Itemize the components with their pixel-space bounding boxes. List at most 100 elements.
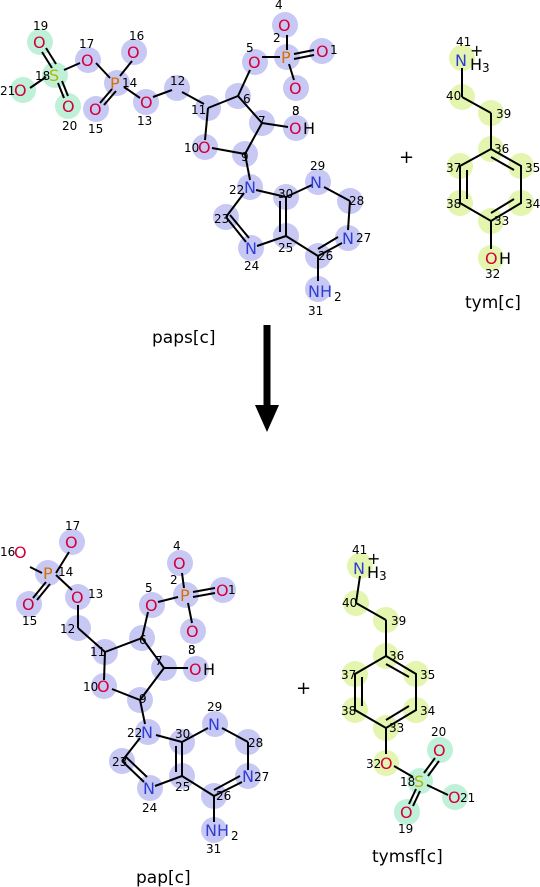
svg-text:34: 34 bbox=[420, 704, 435, 718]
paps-label: paps[c] bbox=[152, 328, 215, 348]
reaction-arrow bbox=[255, 325, 279, 432]
svg-text:15: 15 bbox=[88, 122, 103, 136]
svg-text:O: O bbox=[485, 249, 498, 268]
svg-text:N: N bbox=[455, 51, 467, 70]
svg-text:H: H bbox=[303, 119, 315, 138]
svg-text:17: 17 bbox=[65, 519, 80, 533]
svg-text:30: 30 bbox=[175, 727, 190, 741]
svg-text:7: 7 bbox=[258, 114, 266, 128]
tymsf-bonds bbox=[354, 575, 449, 807]
svg-text:38: 38 bbox=[341, 704, 356, 718]
svg-text:O: O bbox=[140, 93, 153, 112]
svg-text:O: O bbox=[248, 53, 261, 72]
svg-text:3: 3 bbox=[292, 104, 300, 118]
svg-text:32: 32 bbox=[485, 267, 500, 281]
svg-text:+: + bbox=[367, 549, 380, 568]
paps-bonds bbox=[29, 35, 351, 281]
svg-text:34: 34 bbox=[525, 197, 540, 211]
molecule-paps: O S O O O P O O O O O P O O O O H N N N … bbox=[0, 0, 371, 348]
svg-text:20: 20 bbox=[62, 119, 77, 133]
molecule-tym: N H 3 + O H 41 40 39 36 37 38 33 34 35 3… bbox=[446, 35, 540, 313]
svg-text:P: P bbox=[43, 564, 53, 583]
svg-text:O: O bbox=[14, 81, 27, 100]
svg-text:7: 7 bbox=[155, 654, 163, 668]
svg-text:14: 14 bbox=[58, 565, 73, 579]
svg-text:1: 1 bbox=[330, 43, 338, 57]
svg-text:22: 22 bbox=[127, 726, 142, 740]
svg-text:5: 5 bbox=[246, 41, 254, 55]
pap-atom-indices: 17 14 16 15 13 12 11 10 9 7 6 5 4 2 1 3 … bbox=[0, 519, 269, 856]
svg-text:O: O bbox=[127, 43, 140, 62]
svg-text:O: O bbox=[65, 533, 78, 552]
svg-text:37: 37 bbox=[341, 668, 356, 682]
svg-text:31: 31 bbox=[308, 304, 323, 318]
svg-text:6: 6 bbox=[243, 92, 251, 106]
pap-label: pap[c] bbox=[136, 868, 191, 887]
svg-text:N: N bbox=[244, 178, 256, 197]
svg-text:P: P bbox=[110, 74, 120, 93]
svg-text:O: O bbox=[448, 788, 461, 807]
svg-text:25: 25 bbox=[278, 241, 293, 255]
svg-text:27: 27 bbox=[254, 770, 269, 784]
svg-text:9: 9 bbox=[139, 692, 147, 706]
tym-atoms: N H 3 + O H bbox=[455, 41, 511, 268]
svg-text:18: 18 bbox=[400, 775, 415, 789]
svg-text:O: O bbox=[62, 97, 75, 116]
svg-text:35: 35 bbox=[420, 668, 435, 682]
svg-text:3: 3 bbox=[379, 569, 387, 583]
paps-atom-indices: 19 17 16 18 21 14 20 15 13 12 11 10 6 7 … bbox=[0, 0, 371, 318]
svg-text:O: O bbox=[89, 100, 102, 119]
svg-text:H: H bbox=[203, 660, 215, 679]
svg-text:16: 16 bbox=[0, 545, 15, 559]
svg-text:40: 40 bbox=[446, 89, 461, 103]
svg-text:36: 36 bbox=[494, 142, 509, 156]
molecule-pap: O P O O O O O P O O O O H N N N N NH 2 1… bbox=[0, 519, 269, 887]
plus-sign-products: + bbox=[296, 678, 311, 699]
pap-atoms: O P O O O O O P O O O O H N N N N NH 2 bbox=[14, 533, 254, 843]
molecule-tymsf: N H 3 + O S O O O 41 40 39 36 37 38 33 3… bbox=[341, 543, 475, 867]
svg-text:O: O bbox=[400, 803, 413, 822]
svg-text:26: 26 bbox=[216, 789, 231, 803]
tym-label: tym[c] bbox=[465, 293, 521, 313]
svg-text:N: N bbox=[208, 715, 220, 734]
svg-text:39: 39 bbox=[496, 107, 511, 121]
svg-text:H: H bbox=[470, 55, 482, 74]
svg-text:9: 9 bbox=[241, 150, 249, 164]
svg-text:29: 29 bbox=[310, 159, 325, 173]
svg-text:14: 14 bbox=[122, 76, 137, 90]
svg-text:NH: NH bbox=[308, 282, 332, 301]
svg-text:24: 24 bbox=[142, 801, 157, 815]
svg-text:O: O bbox=[14, 543, 27, 562]
svg-text:39: 39 bbox=[391, 614, 406, 628]
svg-text:3: 3 bbox=[482, 61, 490, 75]
svg-text:2: 2 bbox=[231, 829, 239, 843]
svg-text:N: N bbox=[242, 767, 254, 786]
svg-text:33: 33 bbox=[389, 721, 404, 735]
svg-text:11: 11 bbox=[90, 645, 105, 659]
svg-text:12: 12 bbox=[170, 74, 185, 88]
svg-text:O: O bbox=[33, 33, 46, 52]
svg-text:P: P bbox=[180, 586, 190, 605]
svg-text:41: 41 bbox=[456, 35, 471, 49]
svg-text:19: 19 bbox=[398, 822, 413, 836]
svg-text:O: O bbox=[189, 660, 202, 679]
svg-text:21: 21 bbox=[0, 84, 15, 98]
svg-text:8: 8 bbox=[292, 104, 300, 118]
svg-text:10: 10 bbox=[83, 680, 98, 694]
svg-text:N: N bbox=[245, 239, 257, 258]
svg-text:11: 11 bbox=[191, 103, 206, 117]
svg-text:2: 2 bbox=[170, 573, 178, 587]
svg-text:4: 4 bbox=[275, 0, 283, 12]
svg-text:H: H bbox=[499, 249, 511, 268]
svg-text:5: 5 bbox=[145, 581, 153, 595]
svg-text:N: N bbox=[141, 723, 153, 742]
svg-text:28: 28 bbox=[349, 194, 364, 208]
svg-text:O: O bbox=[97, 677, 110, 696]
svg-text:18: 18 bbox=[35, 69, 50, 83]
svg-text:10: 10 bbox=[184, 141, 199, 155]
svg-text:13: 13 bbox=[137, 114, 152, 128]
svg-text:40: 40 bbox=[342, 596, 357, 610]
svg-text:31: 31 bbox=[206, 842, 221, 856]
plus-sign-reactants: + bbox=[399, 147, 414, 168]
